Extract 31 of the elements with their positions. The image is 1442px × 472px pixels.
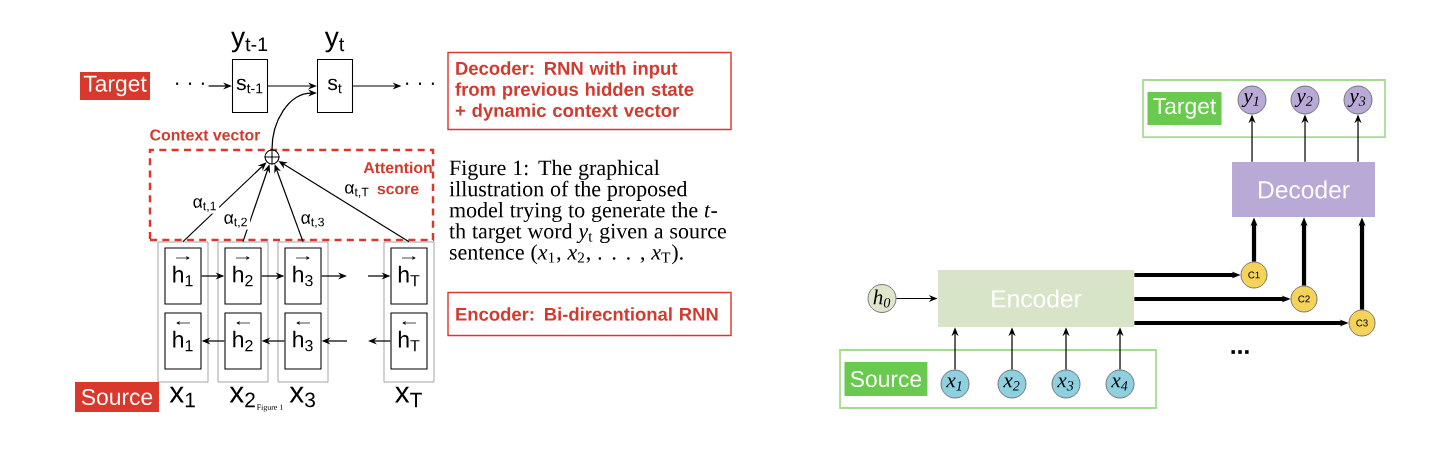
edge-label: α$_{t,2}$	[221, 212, 251, 230]
hidden-state-box: h$_{2}$	[224, 247, 262, 305]
sum-symbol	[263, 148, 281, 166]
edge-label: α$_{t,1}$	[190, 196, 220, 214]
hidden-state-box: h$_{3}$	[284, 312, 322, 370]
hidden-state-box: h$_{1}$	[164, 247, 202, 305]
edge-label: α$_{t,T}$	[342, 182, 372, 200]
hidden-state-box: h$_{T}$	[390, 247, 428, 305]
input-label: x$_{1}$	[169, 386, 195, 408]
ellipsis: ...	[1231, 350, 1249, 354]
state-box: s$_{t}$	[317, 58, 354, 114]
decoder-box: Decoder	[1232, 162, 1375, 217]
input-label: x$_{T}$	[395, 386, 422, 408]
hidden-state-box: h$_{1}$	[164, 312, 202, 370]
input-label: x$_{3}$	[289, 386, 315, 408]
caption: Figure 1: The graphical illustration of the proposed model trying to generate the t-th target word y$_{t}$ given a source sentence (x$_{1}$, x$_{2}$, . . . , x$_{T}$).	[449, 159, 726, 265]
node-label: Context vector	[150, 129, 261, 141]
hidden-state-box: h$_{2}$	[224, 312, 262, 370]
note-box: Encoder: Bi-direcntional RNN	[447, 291, 732, 337]
state-box: s$_{t-1}$	[231, 58, 269, 114]
ellipsis: · · ·	[176, 82, 204, 85]
section-tag: Target	[80, 72, 150, 100]
section-tag: Source	[75, 382, 159, 412]
note-box: Decoder: RNN with input from previous hidden state + dynamic context vector	[447, 51, 732, 131]
hidden-state-box: h$_{3}$	[284, 247, 322, 305]
ellipsis: · · ·	[406, 82, 434, 85]
output-label: y$_{t-1}$	[231, 31, 268, 53]
input-label: x$_{2}$	[229, 386, 255, 408]
output-label: y$_{t}$	[324, 31, 345, 53]
edge-label: α$_{t,3}$	[298, 212, 328, 230]
hidden-state-box: h$_{T}$	[390, 312, 428, 370]
